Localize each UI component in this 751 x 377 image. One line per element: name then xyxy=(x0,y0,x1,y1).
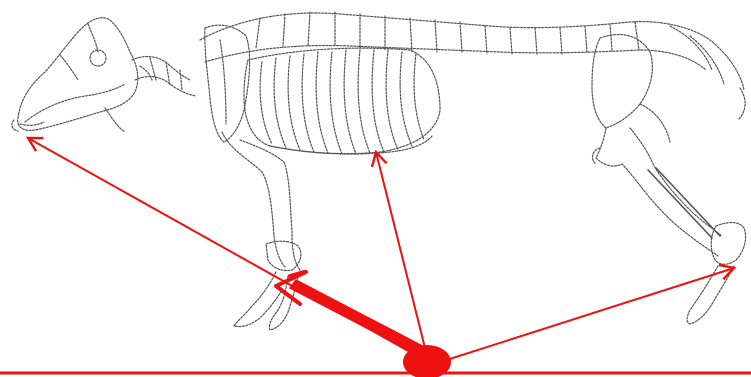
scapula xyxy=(205,25,250,142)
skeleton-outline xyxy=(12,12,746,330)
annotation-layer xyxy=(0,138,751,377)
foreleg xyxy=(222,132,301,330)
ribcage xyxy=(244,48,440,154)
neck-vertebrae xyxy=(132,57,196,96)
hind-leg xyxy=(593,128,746,324)
arrow-to-hind-hoof xyxy=(434,268,734,364)
spine xyxy=(200,12,745,120)
arrow-to-fore-hoof xyxy=(276,272,430,358)
skull xyxy=(12,18,138,132)
